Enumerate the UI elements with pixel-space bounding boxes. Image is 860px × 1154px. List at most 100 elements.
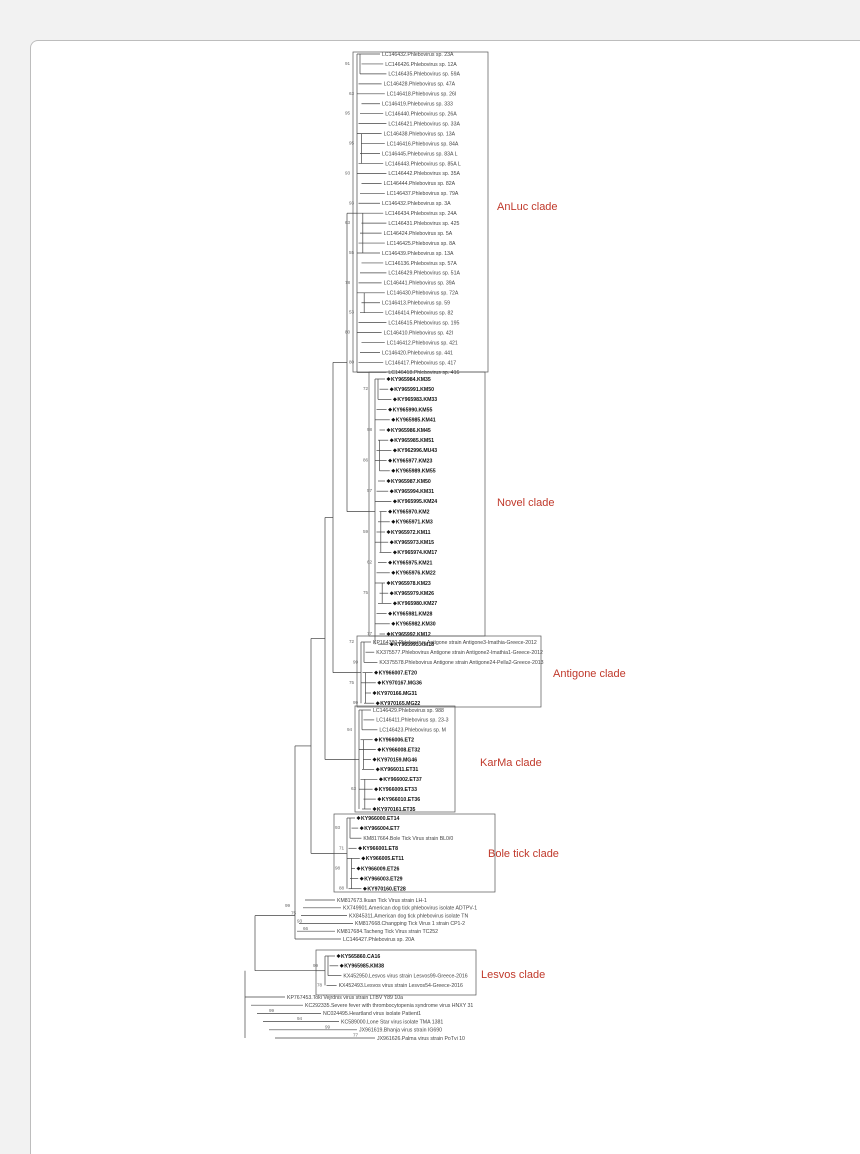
anluc-bootstrap-value: 95 (349, 141, 355, 146)
antigone-study-marker-icon (377, 680, 382, 685)
lesvos-bootstrap-value: 78 (317, 982, 323, 987)
novel-bootstrap-value: 62 (367, 560, 373, 565)
bole-bootstrap-value: 88 (339, 886, 345, 891)
novel-study-marker-icon (389, 591, 394, 596)
antigone-leaf-label: KX375578.Phlebovirus Antigone strain Ant… (379, 660, 543, 666)
anluc-leaf-label: LC146439.Phlebovirus sp. 13A (382, 251, 454, 257)
anluc-leaf-label: LC146442.Phlebovirus sp. 35A (388, 171, 460, 177)
karma-bootstrap-value: 63 (351, 786, 357, 791)
anluc-leaf-label: LC146412.Phlebovirus sp. 421 (387, 340, 458, 346)
bole-study-marker-icon (356, 816, 361, 820)
anluc-leaf-label: LC146136.Phlebovirus sp. 57A (385, 261, 457, 267)
outgroup-leaf-label: KP767453.Toki Vejrdnis virus strain LTBV… (287, 995, 403, 1001)
bole-leaf-label: KY966009.ET26 (361, 866, 399, 872)
antigone-leaf-label: KP164380.Phlebovirus Antigone strain Ant… (373, 640, 537, 646)
anluc-bootstrap-value: 63 (345, 220, 351, 225)
novel-study-marker-icon (389, 642, 394, 647)
anluc-leaf-label: LC146429.Phlebovirus sp. 51A (388, 271, 460, 277)
outgroup-leaf-label: JX961626.Palma virus strain PoTvi 10 (377, 1036, 465, 1042)
novel-leaf-label: KY965985.KM51 (394, 438, 434, 444)
novel-study-marker-icon (391, 519, 396, 524)
midtree-leaf-label: KX749901.American dog tick phlebovirus i… (343, 906, 477, 912)
antigone-leaf-label: KY966007.ET20 (379, 670, 417, 676)
midtree-bootstrap-value: 66 (303, 926, 309, 931)
novel-leaf-label: KY965974.KM17 (397, 550, 437, 556)
anluc-leaf-label: LC146432.Phlebovirus sp. 3A (382, 201, 451, 207)
novel-study-marker-icon (392, 601, 397, 606)
midtree-leaf-label: KM817684.Tacheng Tick Virus strain TC252 (337, 929, 438, 935)
anluc-leaf-label: LC146428.Phlebovirus sp. 47A (384, 82, 456, 88)
anluc-leaf-label: LC146430.Phlebovirus sp. 72A (387, 291, 459, 297)
novel-study-marker-icon (386, 428, 391, 432)
anluc-bootstrap-value: 91 (345, 61, 351, 66)
novel-study-marker-icon (386, 581, 391, 585)
novel-leaf-label: KY965990.KM55 (393, 407, 433, 413)
lesvos-leaf-label: KX452493.Lesvos virus strain Lesvos54-Gr… (339, 983, 463, 989)
karma-leaf-label: KY966011.ET31 (380, 767, 418, 773)
outgroup-bootstrap-value: 94 (297, 1016, 303, 1021)
karma-study-marker-icon (374, 737, 379, 742)
anluc-leaf-label: LC146437.Phlebovirus sp. 79A (387, 191, 459, 197)
anluc-bootstrap-value: 55 (349, 250, 355, 255)
bole-study-marker-icon (359, 826, 364, 831)
outgroup-leaf-label: JX961619.Bhanja virus strain IG690 (359, 1028, 442, 1034)
bole-leaf-label: KY966003.ET29 (364, 876, 402, 882)
antigone-leaf-label: KY970167.MG36 (382, 681, 422, 687)
karma-leaf-label: LC146411.Phlebovirus sp. 23-3 (376, 718, 448, 724)
karma-bootstrap-value: 94 (347, 727, 353, 732)
anluc-leaf-label: LC146419.Phlebovirus sp. 333 (382, 102, 453, 108)
anluc-leaf-label: LC146441.Phlebovirus sp. 39A (384, 281, 456, 287)
novel-study-marker-icon (392, 397, 397, 402)
anluc-leaf-label: LC146416.Phlebovirus sp. 84A (387, 141, 459, 147)
novel-bootstrap-value: 75 (363, 590, 369, 595)
novel-study-marker-icon (392, 499, 397, 504)
antigone-leaf-label: KX375577.Phlebovirus Antigone strain Ant… (376, 650, 543, 656)
karma-study-marker-icon (372, 807, 377, 811)
antigone-clade-box (356, 635, 542, 708)
novel-leaf-label: KY965979.KM26 (394, 591, 434, 597)
lesvos-leaf-label: KY565860.CA16 (341, 954, 380, 960)
bole-bootstrap-value: 98 (335, 866, 341, 871)
novel-study-marker-icon (386, 632, 391, 636)
anluc-leaf-label: LC146420.Phlebovirus sp. 441 (382, 350, 453, 356)
karma-study-marker-icon (375, 767, 380, 772)
novel-study-marker-icon (391, 417, 396, 422)
novel-study-marker-icon (389, 387, 394, 392)
novel-leaf-label: KY965991.KM50 (394, 387, 434, 393)
bole-leaf-label: KY966005.ET11 (366, 856, 404, 862)
anluc-bootstrap-value: 53 (349, 310, 355, 315)
anluc-leaf-label: LC146438.Phlebovirus sp. 13A (384, 131, 456, 137)
novel-leaf-label: KY965986.KM45 (391, 428, 431, 434)
bole-leaf-label: KY966001.ET8 (363, 846, 399, 852)
novel-study-marker-icon (388, 611, 393, 616)
anluc-leaf-label: LC146414.Phlebovirus sp. 82 (385, 311, 453, 317)
antigone-study-marker-icon (374, 670, 379, 675)
novel-study-marker-icon (389, 540, 394, 545)
lesvos-leaf-label: KX452950.Lesvos virus strain Lesvos99-Gr… (343, 973, 467, 979)
novel-study-marker-icon (388, 458, 393, 463)
outgroup-bootstrap-value: 99 (269, 1008, 275, 1013)
midtree-bootstrap-value: 75 (291, 911, 297, 916)
antigone-clade-label: Antigone clade (553, 668, 626, 680)
anluc-bootstrap-value: 80 (345, 330, 351, 335)
anluc-leaf-label: LC146413.Phlebovirus sp. 59 (382, 301, 450, 307)
bole-leaf-label: KY966000.ET14 (361, 816, 399, 822)
novel-bootstrap-value: 72 (363, 386, 369, 391)
lesvos-clade-label: Lesvos clade (481, 969, 545, 981)
antigone-bootstrap-value: 99 (353, 700, 359, 705)
antigone-study-marker-icon (375, 701, 380, 706)
anluc-leaf-label: LC146426.Phlebovirus sp. 12A (385, 62, 457, 68)
karma-leaf-label: KY970161.ET35 (377, 807, 415, 813)
novel-leaf-label: KY965981.KM28 (393, 611, 433, 617)
midtree-bootstrap-value: 99 (285, 903, 291, 908)
anluc-bootstrap-value: 63 (349, 91, 355, 96)
novel-leaf-label: KY965973.KM15 (394, 540, 434, 546)
antigone-study-marker-icon (372, 691, 377, 695)
karma-study-marker-icon (374, 787, 379, 792)
bole-leaf-label: KM817664.Bole Tick Virus strain BL0/0 (363, 836, 453, 842)
novel-study-marker-icon (388, 509, 393, 514)
anluc-leaf-label: LC146432.Phlebovirus sp. 23A (382, 52, 454, 58)
